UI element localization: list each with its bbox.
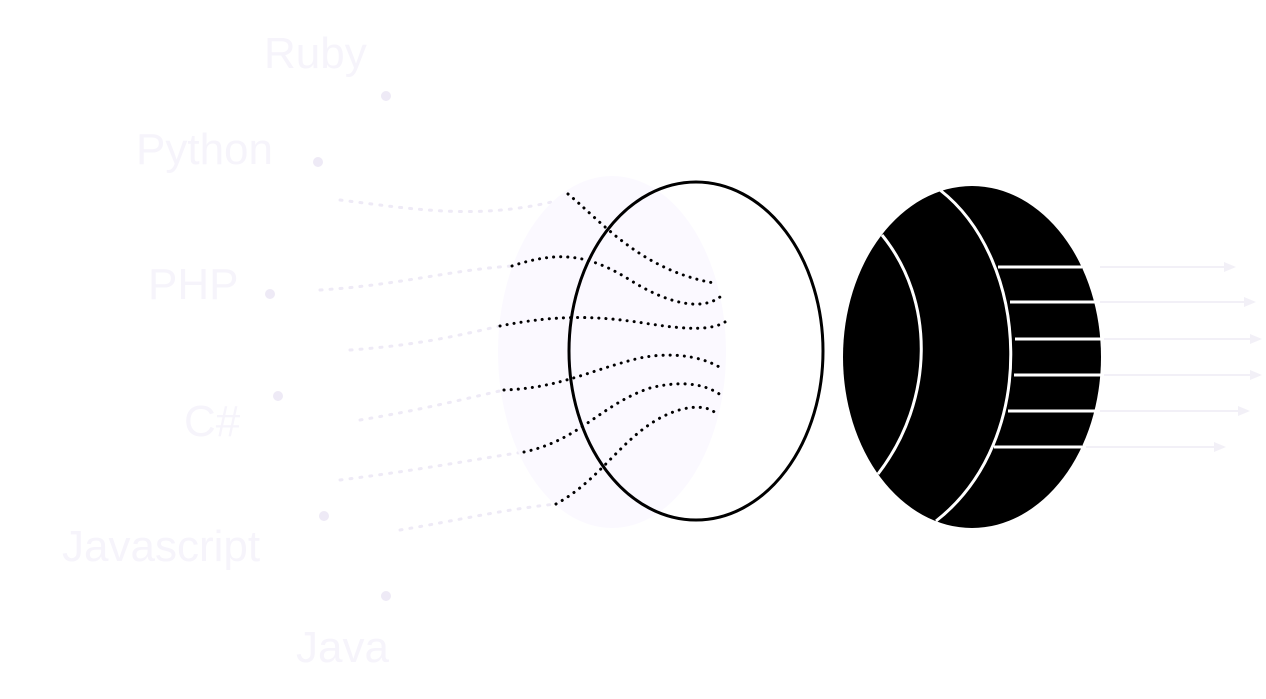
language-dot-java bbox=[381, 591, 391, 601]
input-connector bbox=[358, 388, 506, 422]
input-connectors bbox=[318, 198, 562, 532]
output-arrow bbox=[1100, 297, 1256, 307]
output-arrow bbox=[1100, 406, 1250, 416]
input-lens-outline bbox=[567, 180, 825, 522]
language-label-php: PHP bbox=[148, 260, 239, 309]
output-arrow bbox=[1086, 442, 1226, 452]
language-dot-python bbox=[313, 157, 323, 167]
language-label-csharp: C# bbox=[184, 397, 241, 446]
output-arrow bbox=[1104, 370, 1262, 380]
input-connector bbox=[318, 264, 514, 292]
output-arrow bbox=[1100, 262, 1236, 272]
output-lens bbox=[843, 186, 1102, 528]
output-lens-lines bbox=[876, 188, 1102, 523]
language-dot-ruby bbox=[381, 91, 391, 101]
input-connector bbox=[398, 502, 558, 532]
lens-wave bbox=[566, 192, 716, 285]
input-connector bbox=[348, 324, 502, 352]
language-label-python: Python bbox=[136, 125, 273, 174]
lens-wave bbox=[522, 382, 724, 454]
language-dot-csharp bbox=[273, 391, 283, 401]
language-dot-php bbox=[265, 289, 275, 299]
output-lens-arc bbox=[876, 234, 923, 475]
language-label-ruby: Ruby bbox=[264, 29, 367, 78]
output-arrows bbox=[1086, 262, 1262, 452]
lens-wave bbox=[502, 353, 726, 392]
lens-wave bbox=[554, 405, 720, 506]
input-connector bbox=[338, 450, 526, 482]
lens-wave bbox=[498, 316, 727, 330]
output-lens-arc bbox=[935, 188, 1013, 523]
input-lens-glow bbox=[498, 176, 726, 528]
language-label-java: Java bbox=[296, 623, 389, 672]
language-dots bbox=[265, 91, 391, 601]
input-connector bbox=[338, 198, 562, 214]
output-lens-body bbox=[843, 186, 1101, 528]
language-label-javascript: Javascript bbox=[62, 522, 261, 571]
input-lens-waves bbox=[498, 192, 727, 506]
language-dot-javascript bbox=[319, 511, 329, 521]
output-arrow bbox=[1104, 334, 1262, 344]
